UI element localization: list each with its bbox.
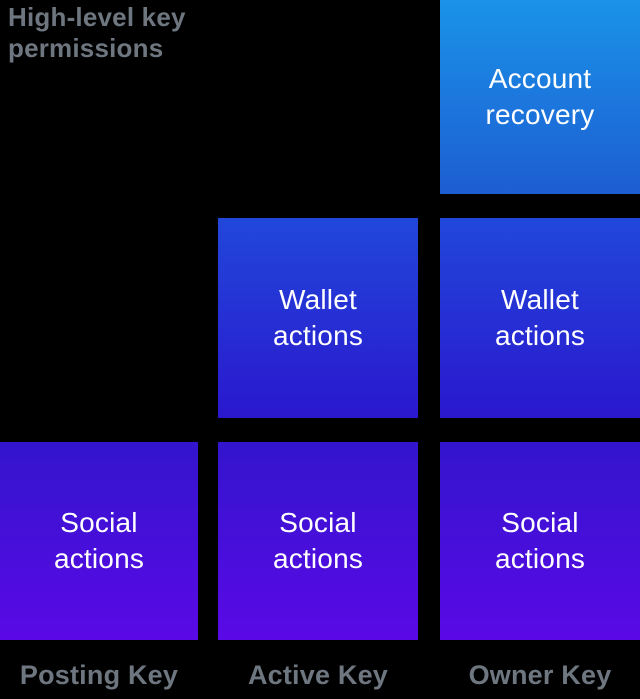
permission-box-account-recovery: Account recovery — [440, 0, 640, 194]
permission-box-label: Wallet actions — [272, 284, 364, 351]
column-label-owner-key: Owner Key — [468, 660, 612, 690]
permission-box-wallet-actions-active: Wallet actions — [218, 218, 418, 418]
permission-box-label: Account recovery — [485, 63, 595, 130]
column-label-posting-key: Posting Key — [19, 660, 179, 690]
column-label-active-key: Active Key — [247, 660, 389, 690]
permission-box-social-actions-posting: Social actions — [0, 442, 198, 640]
diagram-title: High-level key permissions — [8, 2, 186, 64]
permission-box-label: Social actions — [53, 507, 145, 574]
permission-box-wallet-actions-owner: Wallet actions — [440, 218, 640, 418]
permission-box-label: Social actions — [494, 507, 586, 574]
permission-box-social-actions-owner: Social actions — [440, 442, 640, 640]
permission-box-social-actions-active: Social actions — [218, 442, 418, 640]
permission-box-label: Social actions — [272, 507, 364, 574]
permission-box-label: Wallet actions — [494, 284, 586, 351]
